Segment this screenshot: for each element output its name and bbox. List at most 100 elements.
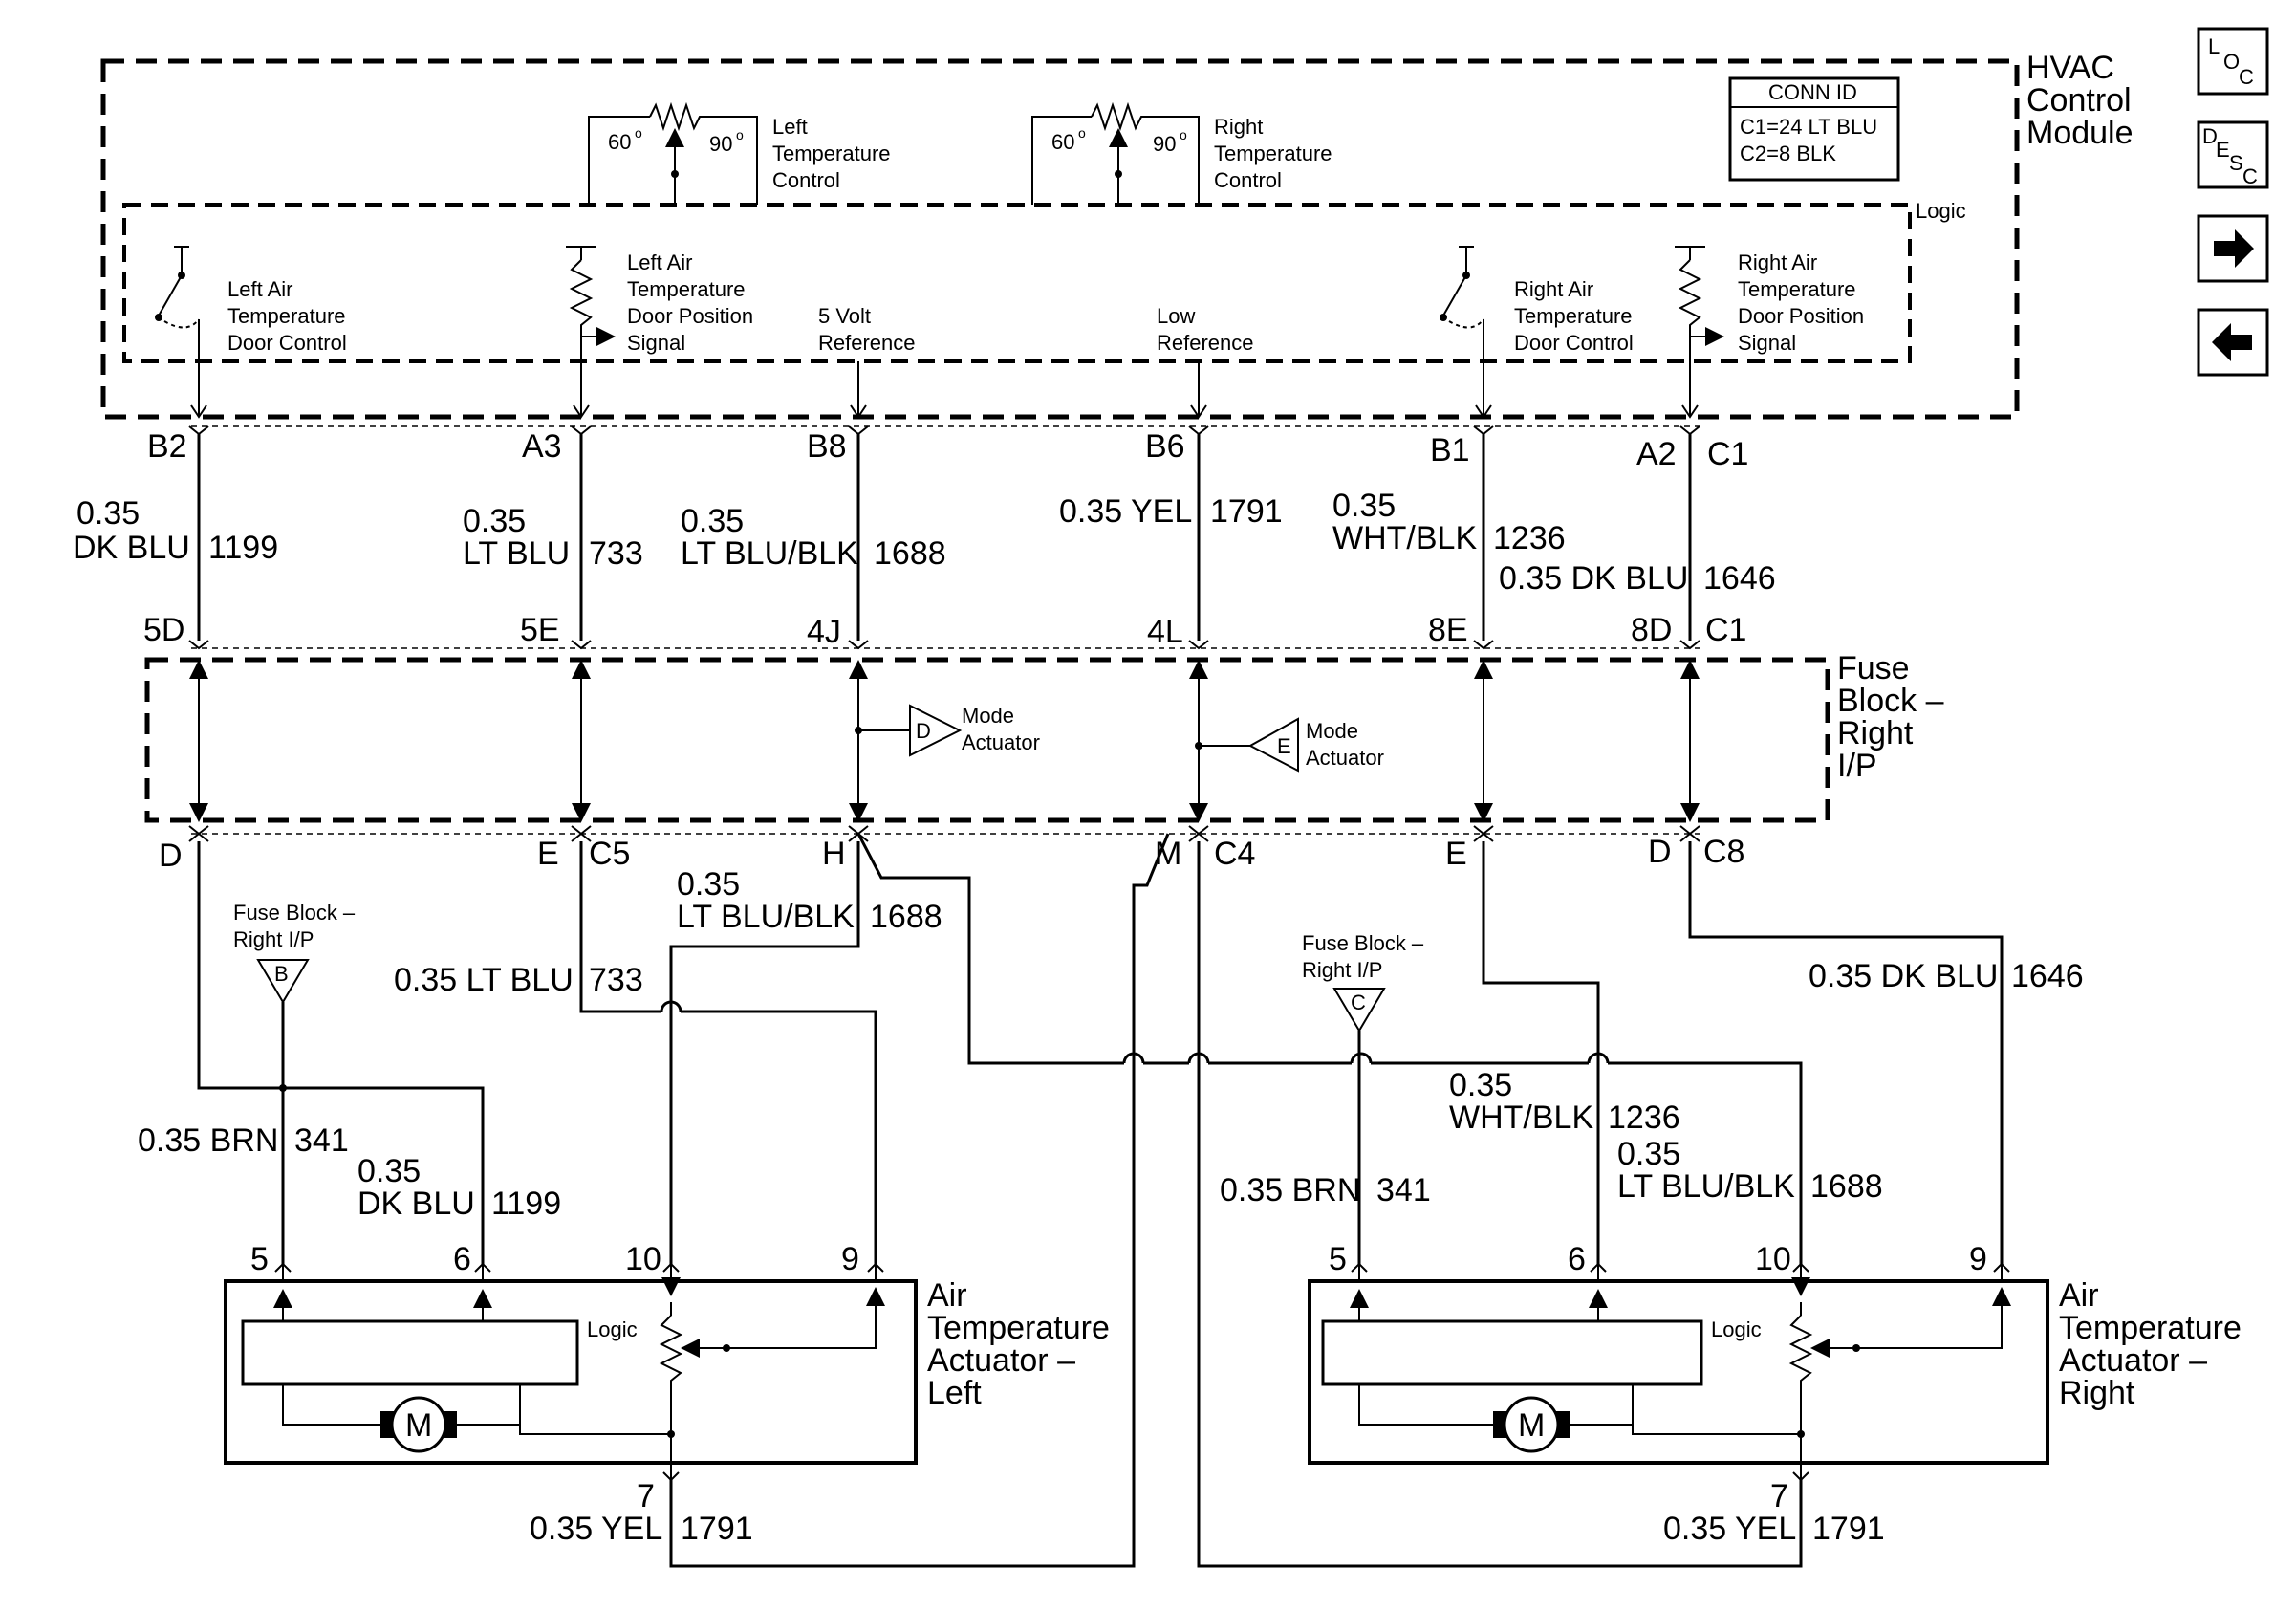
pin-5d: 5D <box>143 612 184 648</box>
right-door-control-switch: Right Air Temperature Door Control <box>1440 246 1634 417</box>
pin-8d: 8D <box>1631 612 1672 648</box>
svg-text:Right Air: Right Air <box>1514 277 1593 301</box>
svg-text:D: D <box>159 838 183 874</box>
mode-actuator-d: D Mode Actuator <box>855 704 1040 757</box>
svg-text:DK BLU: DK BLU <box>73 530 190 566</box>
svg-text:0.35 DK BLU: 0.35 DK BLU <box>1809 958 1998 994</box>
pin-4l: 4L <box>1147 614 1183 650</box>
svg-text:D: D <box>1648 834 1672 870</box>
svg-text:Right: Right <box>1214 115 1263 139</box>
svg-text:6: 6 <box>1568 1241 1586 1277</box>
svg-text:S: S <box>2229 151 2243 175</box>
pin-c1-top: C1 <box>1707 436 1748 472</box>
nav-loc-button[interactable]: L O C <box>2197 27 2269 96</box>
svg-text:Control: Control <box>1214 168 1282 192</box>
svg-text:341: 341 <box>1376 1172 1431 1208</box>
nav-desc-button[interactable]: D E S C <box>2197 120 2269 189</box>
svg-text:9: 9 <box>841 1241 859 1277</box>
svg-text:o: o <box>1078 125 1086 141</box>
svg-text:1791: 1791 <box>681 1511 753 1547</box>
pin-4j: 4J <box>807 614 841 650</box>
svg-text:1199: 1199 <box>208 530 278 566</box>
svg-text:0.35: 0.35 <box>357 1153 421 1189</box>
svg-text:D: D <box>2202 124 2218 148</box>
svg-text:Temperature: Temperature <box>1738 277 1856 301</box>
pin-c1-fuse: C1 <box>1705 612 1746 648</box>
svg-text:o: o <box>736 127 744 142</box>
motor-right: M <box>1518 1407 1545 1444</box>
pin-8e: 8E <box>1428 612 1468 648</box>
fuse-ref-c: C Fuse Block – Right I/P <box>1302 931 1424 1264</box>
right-door-position-resistor: Right Air Temperature Door Position Sign… <box>1675 246 1864 417</box>
svg-text:1688: 1688 <box>870 899 942 935</box>
svg-text:o: o <box>1180 127 1187 142</box>
svg-text:0.35: 0.35 <box>76 495 140 532</box>
pin-a3: A3 <box>522 428 562 465</box>
svg-text:L: L <box>2208 34 2220 58</box>
svg-text:WHT/BLK: WHT/BLK <box>1449 1099 1593 1136</box>
svg-text:O: O <box>2223 50 2240 74</box>
svg-text:Control: Control <box>772 168 840 192</box>
svg-text:Actuator –: Actuator – <box>2059 1342 2207 1379</box>
hvac-title-3: Module <box>2026 115 2134 151</box>
low-ref-label-2: Reference <box>1157 331 1254 355</box>
svg-text:LT BLU/BLK: LT BLU/BLK <box>1617 1168 1795 1205</box>
svg-text:LT BLU: LT BLU <box>463 535 570 572</box>
low-ref-label-1: Low <box>1157 304 1195 328</box>
left-door-position-resistor: Left Air Temperature Door Position Signa… <box>566 246 753 417</box>
hvac-logic-label: Logic <box>1916 199 1966 223</box>
air-temperature-actuator-left: 5 6 10 9 7 Logic M Air Temperature Actua… <box>224 1241 1110 1514</box>
svg-text:7: 7 <box>637 1478 655 1514</box>
svg-text:LT BLU/BLK: LT BLU/BLK <box>677 899 855 935</box>
svg-text:10: 10 <box>1755 1241 1791 1277</box>
svg-text:Signal: Signal <box>1738 331 1796 355</box>
svg-text:B: B <box>274 962 289 986</box>
svg-text:1199: 1199 <box>491 1186 561 1222</box>
svg-text:C4: C4 <box>1214 836 1255 872</box>
svg-text:90: 90 <box>709 132 732 156</box>
svg-text:Right I/P: Right I/P <box>1302 958 1382 982</box>
svg-text:0.35: 0.35 <box>1332 488 1396 524</box>
svg-text:90: 90 <box>1153 132 1176 156</box>
svg-text:1688: 1688 <box>1810 1168 1883 1205</box>
pin-b6: B6 <box>1145 428 1185 465</box>
svg-text:E: E <box>1277 734 1291 758</box>
conn-id-row-2: C2=8 BLK <box>1740 142 1836 165</box>
svg-text:Logic: Logic <box>587 1317 638 1341</box>
svg-text:Fuse Block –: Fuse Block – <box>233 901 356 925</box>
fuse-block-right-ip: Fuse Block – Right I/P D Mode Actuator <box>144 650 1944 823</box>
svg-text:Logic: Logic <box>1711 1317 1762 1341</box>
right-temperature-control: 60 o 90 o Right Temperature Control <box>1031 101 1332 205</box>
lower-wiring: D E C5 H M C4 E D C8 <box>138 825 2084 1568</box>
svg-text:0.35 YEL: 0.35 YEL <box>530 1511 662 1547</box>
five-volt-label-2: Reference <box>818 331 916 355</box>
svg-text:E: E <box>2216 138 2230 162</box>
svg-text:0.35: 0.35 <box>681 503 744 539</box>
left-door-control-switch: Left Air Temperature Door Control <box>155 246 347 417</box>
svg-text:C: C <box>2239 65 2254 89</box>
svg-text:DK BLU: DK BLU <box>357 1186 475 1222</box>
svg-text:Door Control: Door Control <box>227 331 347 355</box>
svg-text:0.35 BRN: 0.35 BRN <box>1220 1172 1360 1208</box>
svg-text:Air: Air <box>927 1277 967 1314</box>
svg-text:Door Position: Door Position <box>627 304 753 328</box>
hvac-title-1: HVAC <box>2026 50 2114 86</box>
nav-next-button[interactable] <box>2197 214 2269 283</box>
svg-text:Left Air: Left Air <box>227 277 292 301</box>
svg-text:I/P: I/P <box>1837 748 1877 784</box>
svg-text:E: E <box>537 836 559 872</box>
svg-text:0.35 BRN: 0.35 BRN <box>138 1122 278 1159</box>
five-volt-label-1: 5 Volt <box>818 304 871 328</box>
svg-text:9: 9 <box>1969 1241 1987 1277</box>
svg-text:0.35 DK BLU: 0.35 DK BLU <box>1499 560 1688 597</box>
svg-text:E: E <box>1445 836 1467 872</box>
nav-prev-button[interactable] <box>2197 308 2269 377</box>
hvac-title-2: Control <box>2026 82 2132 119</box>
svg-text:Temperature: Temperature <box>1214 142 1332 165</box>
mode-actuator-e: E Mode Actuator <box>1195 717 1384 773</box>
svg-text:Temperature: Temperature <box>772 142 891 165</box>
air-temperature-actuator-right: 5 6 10 9 7 Logic M Air Temperature Actua… <box>1308 1241 2242 1514</box>
svg-text:C8: C8 <box>1703 834 1744 870</box>
svg-text:0.35: 0.35 <box>677 866 740 903</box>
